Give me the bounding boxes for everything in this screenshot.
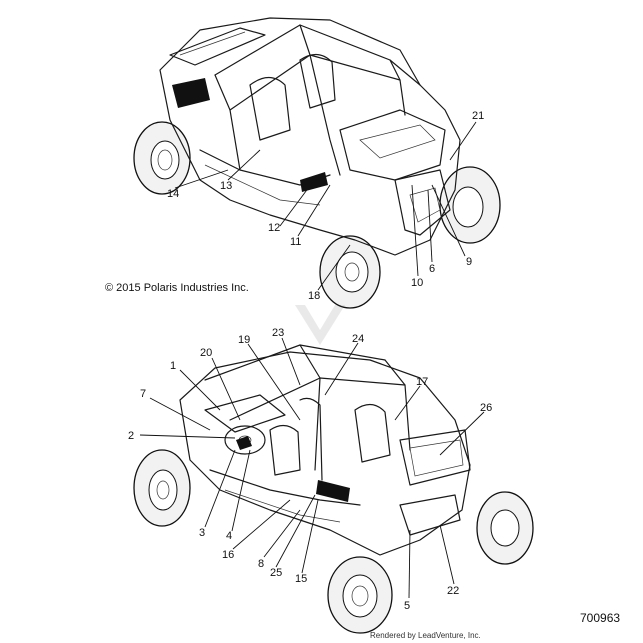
top-callouts: 21 14 13 12 11 10 6 9 18: [167, 110, 484, 302]
callout-6: 6: [429, 263, 435, 275]
callout-14: 14: [167, 188, 179, 200]
callout-20: 20: [200, 347, 212, 359]
callout-24: 24: [352, 333, 364, 345]
steering-wheel: [224, 425, 266, 455]
copyright-notice: © 2015 Polaris Industries Inc.: [105, 282, 249, 294]
callout-1: 1: [170, 360, 176, 372]
diagram-part-number: 700963: [580, 611, 621, 625]
callout-11: 11: [290, 236, 301, 248]
callout-16: 16: [222, 549, 234, 561]
bottom-leader-lines: [139, 337, 485, 599]
callout-7: 7: [140, 388, 146, 400]
callout-4: 4: [226, 530, 232, 542]
top-leader-lines: [174, 121, 477, 291]
top-body-outline: [159, 17, 461, 256]
callout-8: 8: [258, 558, 264, 570]
callout-21: 21: [472, 110, 484, 122]
rendered-by-credit: Rendered by LeadVenture, Inc.: [370, 631, 481, 640]
callout-9: 9: [466, 256, 472, 268]
callout-26: 26: [480, 402, 492, 414]
callout-22: 22: [447, 585, 459, 597]
leadventure-watermark-logo: [295, 305, 345, 345]
callout-5: 5: [404, 600, 410, 612]
callout-13: 13: [220, 180, 232, 192]
bottom-body-outline: [179, 351, 471, 556]
callout-17: 17: [416, 376, 428, 388]
top-vehicle-illustration: [133, 17, 501, 309]
callout-15: 15: [295, 573, 307, 585]
callout-18: 18: [308, 290, 320, 302]
bottom-callouts: 1 20 19 23 24 7 17 26 2 3 4 16 8 25 15 5…: [128, 327, 492, 612]
callout-3: 3: [199, 527, 205, 539]
callout-12: 12: [268, 222, 280, 234]
callout-19: 19: [238, 334, 250, 346]
callout-2: 2: [128, 430, 134, 442]
callout-10: 10: [411, 277, 423, 289]
bottom-vehicle-illustration: [133, 344, 534, 634]
callout-23: 23: [272, 327, 284, 339]
callout-25: 25: [270, 567, 282, 579]
